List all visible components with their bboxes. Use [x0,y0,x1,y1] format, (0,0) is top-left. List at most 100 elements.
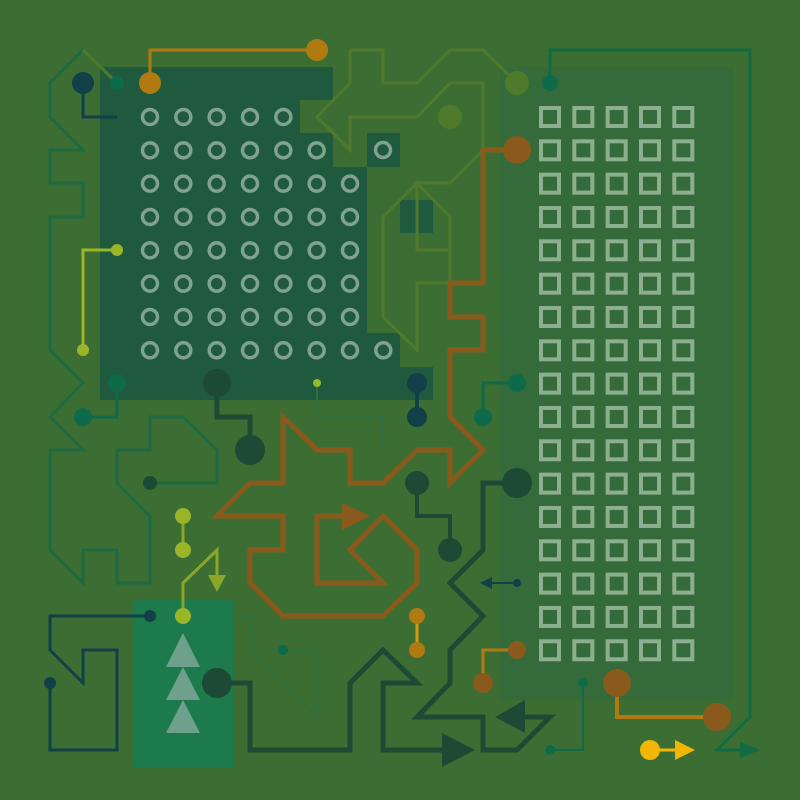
ring-icon [274,141,293,160]
square-icon [672,605,695,628]
ring-icon [340,274,360,293]
square-icon [638,439,661,462]
ring-icon [373,140,393,160]
square-icon [572,106,595,128]
square-icon [539,172,561,195]
ring-icon [240,174,260,193]
square-icon [572,239,595,262]
ring-icon [174,207,193,227]
node-dot [438,538,462,562]
square-icon [539,205,561,228]
square-icon [605,639,628,662]
ring-icon [307,174,326,193]
square-icon [572,572,595,595]
ring-icon [274,207,293,227]
square-icon [572,539,595,562]
node-dot [505,71,529,95]
node-dot [578,678,588,688]
teal-connector-3 [550,683,584,751]
square-icon [572,405,595,428]
node-dot [508,641,526,659]
node-dot [407,407,427,427]
square-icon [539,505,561,528]
node-dot [203,369,231,397]
dark-trace-2 [217,646,450,753]
square-icon [605,539,628,562]
ring-icon [207,341,226,360]
node-dot [508,374,526,392]
square-icon [638,539,661,562]
ring-icon [340,307,360,327]
dark-arrow-icon [495,700,525,733]
arrow-icon [442,733,475,767]
square-icon [539,339,561,362]
ring-grid [140,107,393,360]
right-arrow-icon [740,742,760,758]
yellow-arrow-icon [675,740,695,760]
square-icon [605,605,628,628]
teal-connector [83,383,119,419]
square-icon [638,372,661,395]
square-icon [672,205,695,228]
square-icon [539,305,561,328]
square-icon [672,239,695,262]
square-icon [672,505,695,528]
triangle-icon [166,667,200,700]
navy-arrow-icon [480,577,492,589]
node-dot [542,75,558,91]
square-icon [572,139,595,162]
square-icon [605,505,628,528]
ring-icon [240,274,260,293]
triangle-icon [166,700,200,733]
square-icon [539,272,561,295]
square-icon [539,372,561,395]
ring-icon [274,307,293,327]
square-icon [672,172,695,195]
right-panel [500,67,733,700]
ring-icon [140,241,160,260]
ring-icon [174,307,193,327]
square-icon [572,439,595,462]
ring-icon [174,174,193,193]
lime-arrow-icon [208,575,226,592]
square-grid [539,106,695,662]
node-dot [473,673,493,693]
square-icon [672,572,695,595]
square-icon [572,272,595,295]
square-icon [605,305,628,328]
ring-icon [274,241,293,260]
node-dot [306,39,328,61]
square-icon [539,139,561,162]
square-icon [638,106,661,128]
node-dot [409,608,425,624]
dark-connector-2 [415,483,452,550]
node-dot [503,136,531,164]
ring-icon [274,274,293,293]
square-icon [672,539,695,562]
square-icon [572,372,595,395]
ring-icon [307,274,326,293]
ring-icon [274,174,293,193]
node-dot [513,579,521,587]
triangle-icon [166,633,200,667]
node-dot [545,745,555,755]
ring-icon [207,141,226,160]
square-icon [539,106,561,128]
node-dot [144,610,156,622]
square-icon [638,272,661,295]
square-icon [539,439,561,462]
square-icon [638,305,661,328]
node-dot [502,468,532,498]
ring-icon [240,207,260,227]
left-zigzag [47,48,219,587]
square-icon [672,472,695,495]
node-dots [44,39,731,760]
square-icon [605,139,628,162]
node-dot [111,244,123,256]
node-dot [405,471,429,495]
ring-icon [140,141,160,160]
node-dot [640,740,660,760]
node-dot [603,669,631,697]
node-dot [143,476,157,490]
square-icon [638,605,661,628]
